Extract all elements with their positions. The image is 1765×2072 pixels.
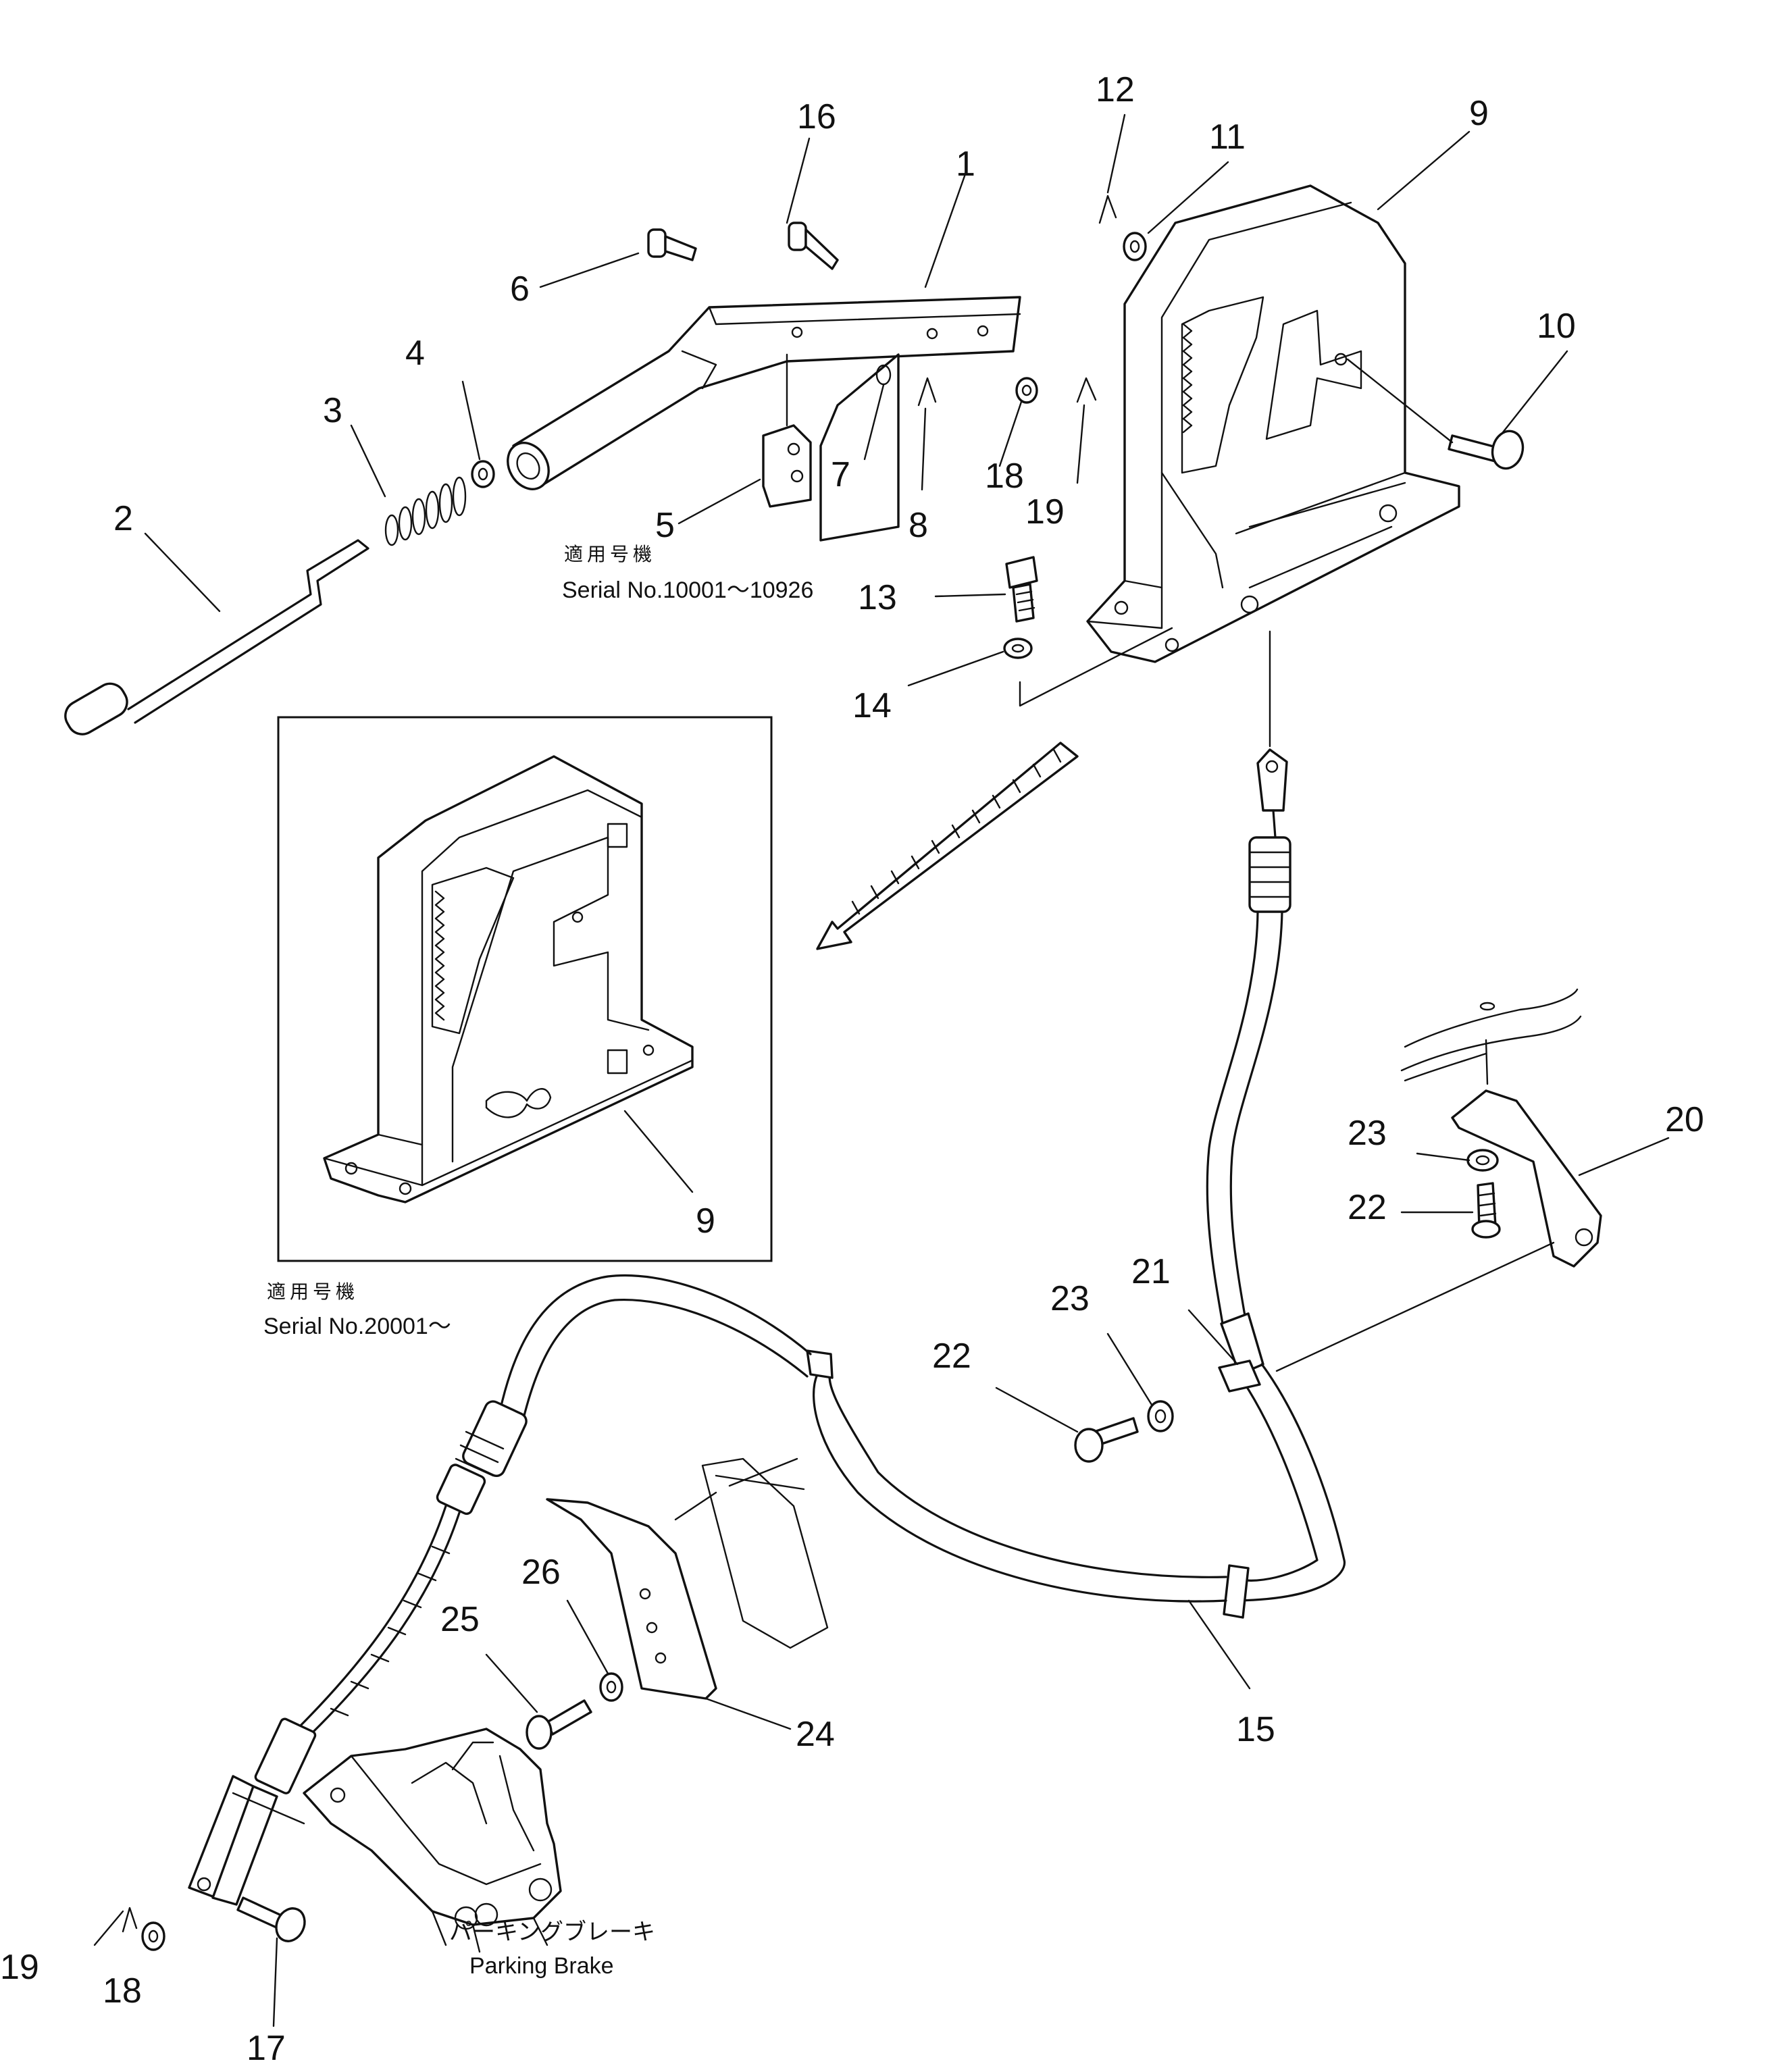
washer-part-4 — [471, 460, 495, 488]
view-arrow — [816, 742, 1079, 950]
cable-part-15 — [188, 630, 1346, 1906]
callout-1: 1 — [956, 145, 975, 184]
bolt-part-10 — [1346, 358, 1525, 470]
clip-part-21 — [1218, 1359, 1261, 1393]
leader-lines — [93, 113, 1670, 2027]
cotter-pin-part-19-upper — [1076, 377, 1097, 403]
callout-11: 11 — [1209, 118, 1246, 157]
callout-9-inset: 9 — [696, 1201, 715, 1241]
callout-18-upper: 18 — [985, 457, 1024, 496]
pin-part-17 — [236, 1896, 306, 1942]
callout-12: 12 — [1096, 70, 1135, 109]
callout-15: 15 — [1236, 1710, 1275, 1749]
bolt-part-22-upper — [1471, 1182, 1501, 1239]
callout-2: 2 — [113, 499, 133, 538]
bracket-part-24 — [546, 1457, 829, 1700]
cotter-pin-part-19-lower — [122, 1907, 138, 1933]
callout-17: 17 — [247, 2029, 286, 2068]
callout-16: 16 — [797, 97, 836, 136]
spring-part-3 — [384, 476, 467, 546]
bracket-part-9-inset — [323, 755, 694, 1203]
serial-note-lower: Serial No.20001～ — [263, 1314, 451, 1339]
callout-5: 5 — [655, 506, 675, 545]
washer-part-18-upper — [1015, 377, 1038, 404]
washer-part-18-lower — [141, 1921, 165, 1951]
callout-23-lower: 23 — [1050, 1279, 1090, 1318]
cotter-pin-part-8 — [917, 377, 937, 407]
plate-part-7 — [819, 353, 900, 542]
callout-13: 13 — [858, 578, 897, 617]
callout-3: 3 — [323, 391, 342, 430]
pin-part-6 — [647, 228, 697, 261]
serial-note-upper-ja: 適用号機 — [564, 543, 656, 565]
callout-6: 6 — [510, 269, 530, 309]
cotter-pin-part-12 — [1098, 195, 1117, 224]
washer-part-14 — [1003, 627, 1173, 707]
washer-part-23-lower — [1147, 1400, 1174, 1432]
serial-note-lower-ja: 適用号機 — [267, 1280, 359, 1303]
callout-18-lower: 18 — [103, 1971, 142, 2011]
pawl-part-5 — [762, 353, 812, 508]
bolt-part-22-lower — [1074, 1417, 1139, 1463]
callout-4: 4 — [405, 334, 425, 373]
callout-10: 10 — [1537, 307, 1576, 346]
callout-14: 14 — [852, 686, 892, 725]
callout-22-upper: 22 — [1348, 1188, 1387, 1227]
washer-part-23-upper — [1466, 1149, 1499, 1172]
callout-24: 24 — [796, 1715, 835, 1754]
washer-part-26 — [599, 1672, 623, 1702]
callout-21: 21 — [1131, 1252, 1171, 1291]
washer-part-11 — [1123, 232, 1147, 261]
bracket-part-9-upper — [1086, 184, 1460, 663]
bolt-part-25 — [526, 1699, 592, 1750]
callout-23-upper: 23 — [1348, 1114, 1387, 1153]
callout-19-lower: 19 — [0, 1948, 39, 1987]
callout-9-upper: 9 — [1469, 94, 1489, 133]
lever-part-1 — [507, 296, 1021, 490]
callout-19-upper: 19 — [1025, 492, 1065, 532]
callout-8: 8 — [909, 506, 928, 545]
callout-20: 20 — [1665, 1100, 1704, 1139]
pin-part-16 — [788, 222, 839, 270]
callout-22-lower: 22 — [932, 1337, 971, 1376]
parking-brake-label-ja: パーキングブレーキ — [449, 1919, 655, 1945]
inset-view-frame — [277, 716, 773, 1262]
parking-brake-caliper — [303, 1728, 562, 1953]
callout-26: 26 — [521, 1553, 561, 1592]
mount-bracket-part-20 — [1275, 988, 1602, 1372]
callout-25: 25 — [440, 1600, 480, 1639]
serial-note-upper: Serial No.10001～10926 — [562, 577, 813, 603]
callout-7: 7 — [831, 455, 850, 494]
release-rod-part-2 — [64, 539, 369, 735]
bolt-part-13 — [1005, 556, 1038, 623]
parking-brake-label: Parking Brake — [469, 1953, 614, 1979]
